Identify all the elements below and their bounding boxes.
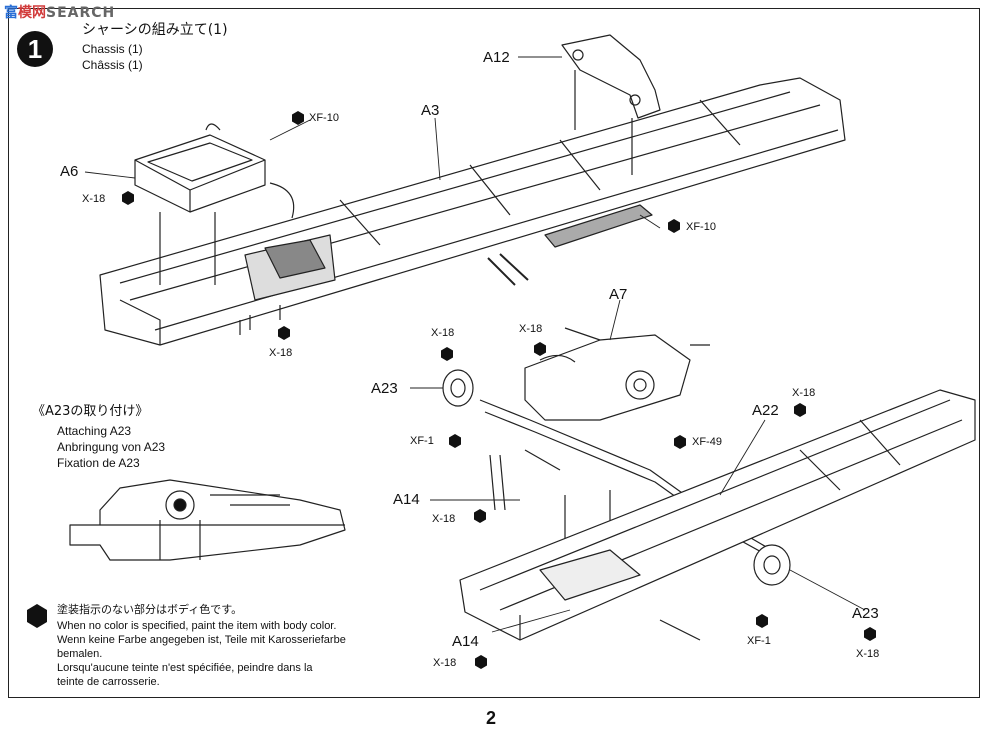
label-a3: A3 <box>421 102 440 119</box>
label-a6: A6 <box>60 163 79 180</box>
label-a23-top: A23 <box>371 380 398 397</box>
step-number-badge: 1 <box>17 31 53 67</box>
label-a14-bottom: A14 <box>452 633 479 650</box>
page-number: 2 <box>486 708 497 728</box>
watermark-part1: 富 <box>4 5 18 21</box>
paint-x18-a14: X-18 <box>432 513 456 525</box>
paint-x18-a23: X-18 <box>431 327 455 339</box>
assembly-arrow <box>487 253 529 286</box>
inset-line-fr: Fixation de A23 <box>57 456 140 470</box>
inset-line-de: Anbringung von A23 <box>57 440 166 454</box>
a6-arrow-lines <box>159 212 216 285</box>
inset-title-jp: 《A23の取り付け》 <box>32 404 149 419</box>
paint-x18-a7: X-18 <box>519 323 543 335</box>
crossmember-a12 <box>561 34 661 119</box>
inset-line-en: Attaching A23 <box>57 424 132 438</box>
paint-xf1-left: XF-1 <box>410 435 434 447</box>
note-hex-icon <box>27 604 47 628</box>
paint-x18-a23-bottom: X-18 <box>856 648 880 660</box>
paint-xf49: XF-49 <box>692 436 722 448</box>
watermark: 富模网SEARCH <box>4 2 115 22</box>
watermark-part3: SEARCH <box>46 5 116 21</box>
label-a14-top: A14 <box>393 491 420 508</box>
note-fr-line1: Lorsqu'aucune teinte n'est spécifiée, pe… <box>57 662 313 674</box>
note-jp: 塗装指示のない部分はボディ色です。 <box>57 603 243 616</box>
note-de-line1: Wenn keine Farbe angegeben ist, Teile mi… <box>57 634 346 646</box>
page-frame <box>8 8 980 698</box>
paint-xf10-top: XF-10 <box>309 112 339 124</box>
note-en: When no color is specified, paint the it… <box>57 620 337 632</box>
label-a23-bottom: A23 <box>852 605 879 622</box>
inset-drawing <box>69 479 346 561</box>
label-a22: A22 <box>752 402 779 419</box>
battery-box-a6 <box>134 123 295 219</box>
a12-arrow-lines <box>574 70 633 175</box>
note-fr-line2: teinte de carrosserie. <box>57 676 160 688</box>
lower-chassis-frame <box>459 389 976 641</box>
paint-xf1-bottom: XF-1 <box>747 635 771 647</box>
paint-xf10-right: XF-10 <box>686 221 716 233</box>
upper-chassis-frame <box>99 77 846 346</box>
step-title-jp: シャーシの組み立て(1) <box>82 22 228 38</box>
paint-x18-a6: X-18 <box>82 193 106 205</box>
step-title-en: Chassis (1) <box>82 42 143 56</box>
leader-lines <box>84 56 866 633</box>
watermark-part2: 模网 <box>18 5 46 21</box>
paint-x18-a14-bottom: X-18 <box>433 657 457 669</box>
note-de-line2: bemalen. <box>57 648 103 660</box>
step-title-fr: Châssis (1) <box>82 58 143 72</box>
label-a7: A7 <box>609 286 628 303</box>
label-a12: A12 <box>483 49 510 66</box>
gearbox-a7 <box>524 327 710 421</box>
paint-x18-a22: X-18 <box>792 387 816 399</box>
paint-x18-under: X-18 <box>269 347 293 359</box>
